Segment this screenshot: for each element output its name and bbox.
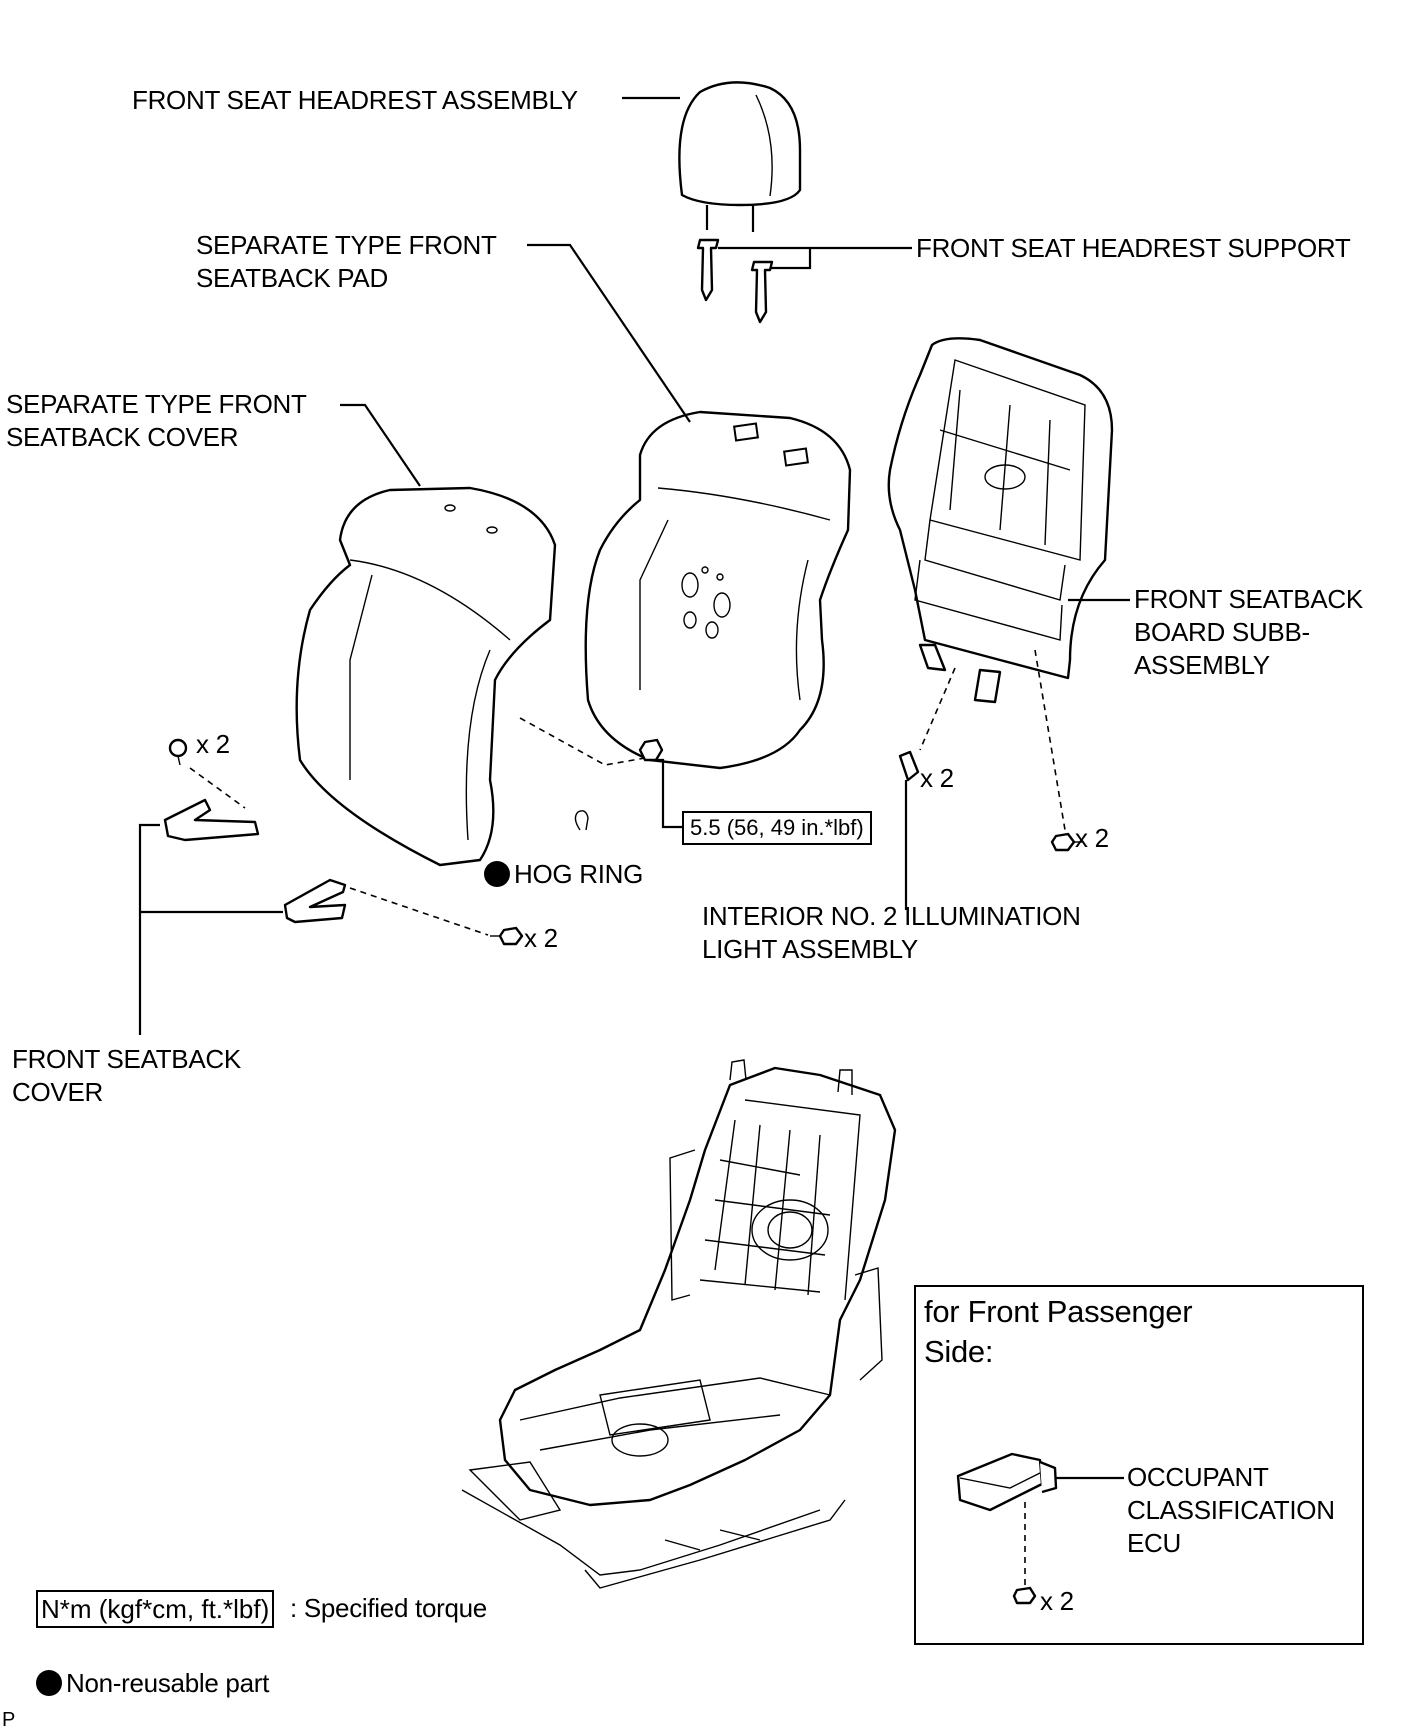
board-screw-drawing [1050,832,1082,852]
leader-seatback-pad [527,243,691,423]
dashed-board-to-screw [1034,649,1066,831]
ecu-nut-drawing [1012,1586,1037,1605]
legend-torque-desc: : Specified torque [290,1593,487,1623]
front-seatback-cover-drawing [163,798,347,924]
legend-torque-unit: N*m (kgf*cm, ft.*lbf) [36,1590,275,1628]
label-front-seatback-cover: FRONT SEATBACK COVER [12,1044,241,1107]
non-reusable-dot-icon [36,1670,62,1696]
dashed-cover-to-screw [349,887,489,936]
inset-title: for Front Passenger Side: [924,1294,1193,1369]
hog-ring-drawing [574,810,589,831]
qty-illum-light: x 2 [920,763,954,793]
headrest-support-drawing [696,238,774,324]
dashed-clip-to-cover-top [189,767,246,809]
label-seatback-cover: SEPARATE TYPE FRONT SEATBACK COVER [6,389,307,452]
lower-screw-drawing [490,926,524,946]
headrest-drawing [678,81,802,232]
leader-torque [655,758,682,829]
legend-non-reusable-text: Non-reusable part [66,1668,270,1698]
hog-ring-callout: HOG RING [484,858,643,891]
front-passenger-inset [914,1285,1364,1645]
label-illumination-light: INTERIOR NO. 2 ILLUMINATION LIGHT ASSEMB… [702,901,1081,964]
leader-front-seatback-cover [138,823,283,1035]
legend-non-reusable: Non-reusable part [36,1667,269,1700]
qty-lower-screw: x 2 [524,923,558,953]
label-occupant-ecu: OCCUPANT CLASSIFICATION ECU [1127,1462,1335,1558]
label-headrest-assembly: FRONT SEAT HEADREST ASSEMBLY [132,85,578,115]
illumination-light-drawing [898,750,920,782]
leader-headrest-support [718,246,912,270]
clip-top-drawing [168,738,188,766]
occupant-ecu-drawing [956,1452,1058,1512]
qty-clip-top: x 2 [196,729,230,759]
label-headrest-support: FRONT SEAT HEADREST SUPPORT [916,233,1351,263]
torque-callout: 5.5 (56, 49 in.*lbf) [682,811,872,845]
label-seatback-pad: SEPARATE TYPE FRONT SEATBACK PAD [196,230,497,293]
seatback-cover-drawing [295,486,557,867]
board-subassembly-drawing [887,337,1114,704]
seat-frame-drawing [461,1059,897,1589]
qty-ecu-nut: x 2 [1040,1586,1074,1616]
non-reusable-dot-icon [484,861,510,887]
leader-seatback-cover [340,403,421,487]
dashed-board-to-light [919,667,956,751]
dashed-cover-to-nut [519,717,646,766]
label-hog-ring: HOG RING [514,859,644,889]
seatback-pad-drawing [584,410,852,770]
nut-drawing [638,738,664,762]
label-board-subassembly: FRONT SEATBACK BOARD SUBB- ASSEMBLY [1134,584,1363,680]
qty-board-screw: x 2 [1075,823,1109,853]
corner-mark: P [2,1709,16,1731]
